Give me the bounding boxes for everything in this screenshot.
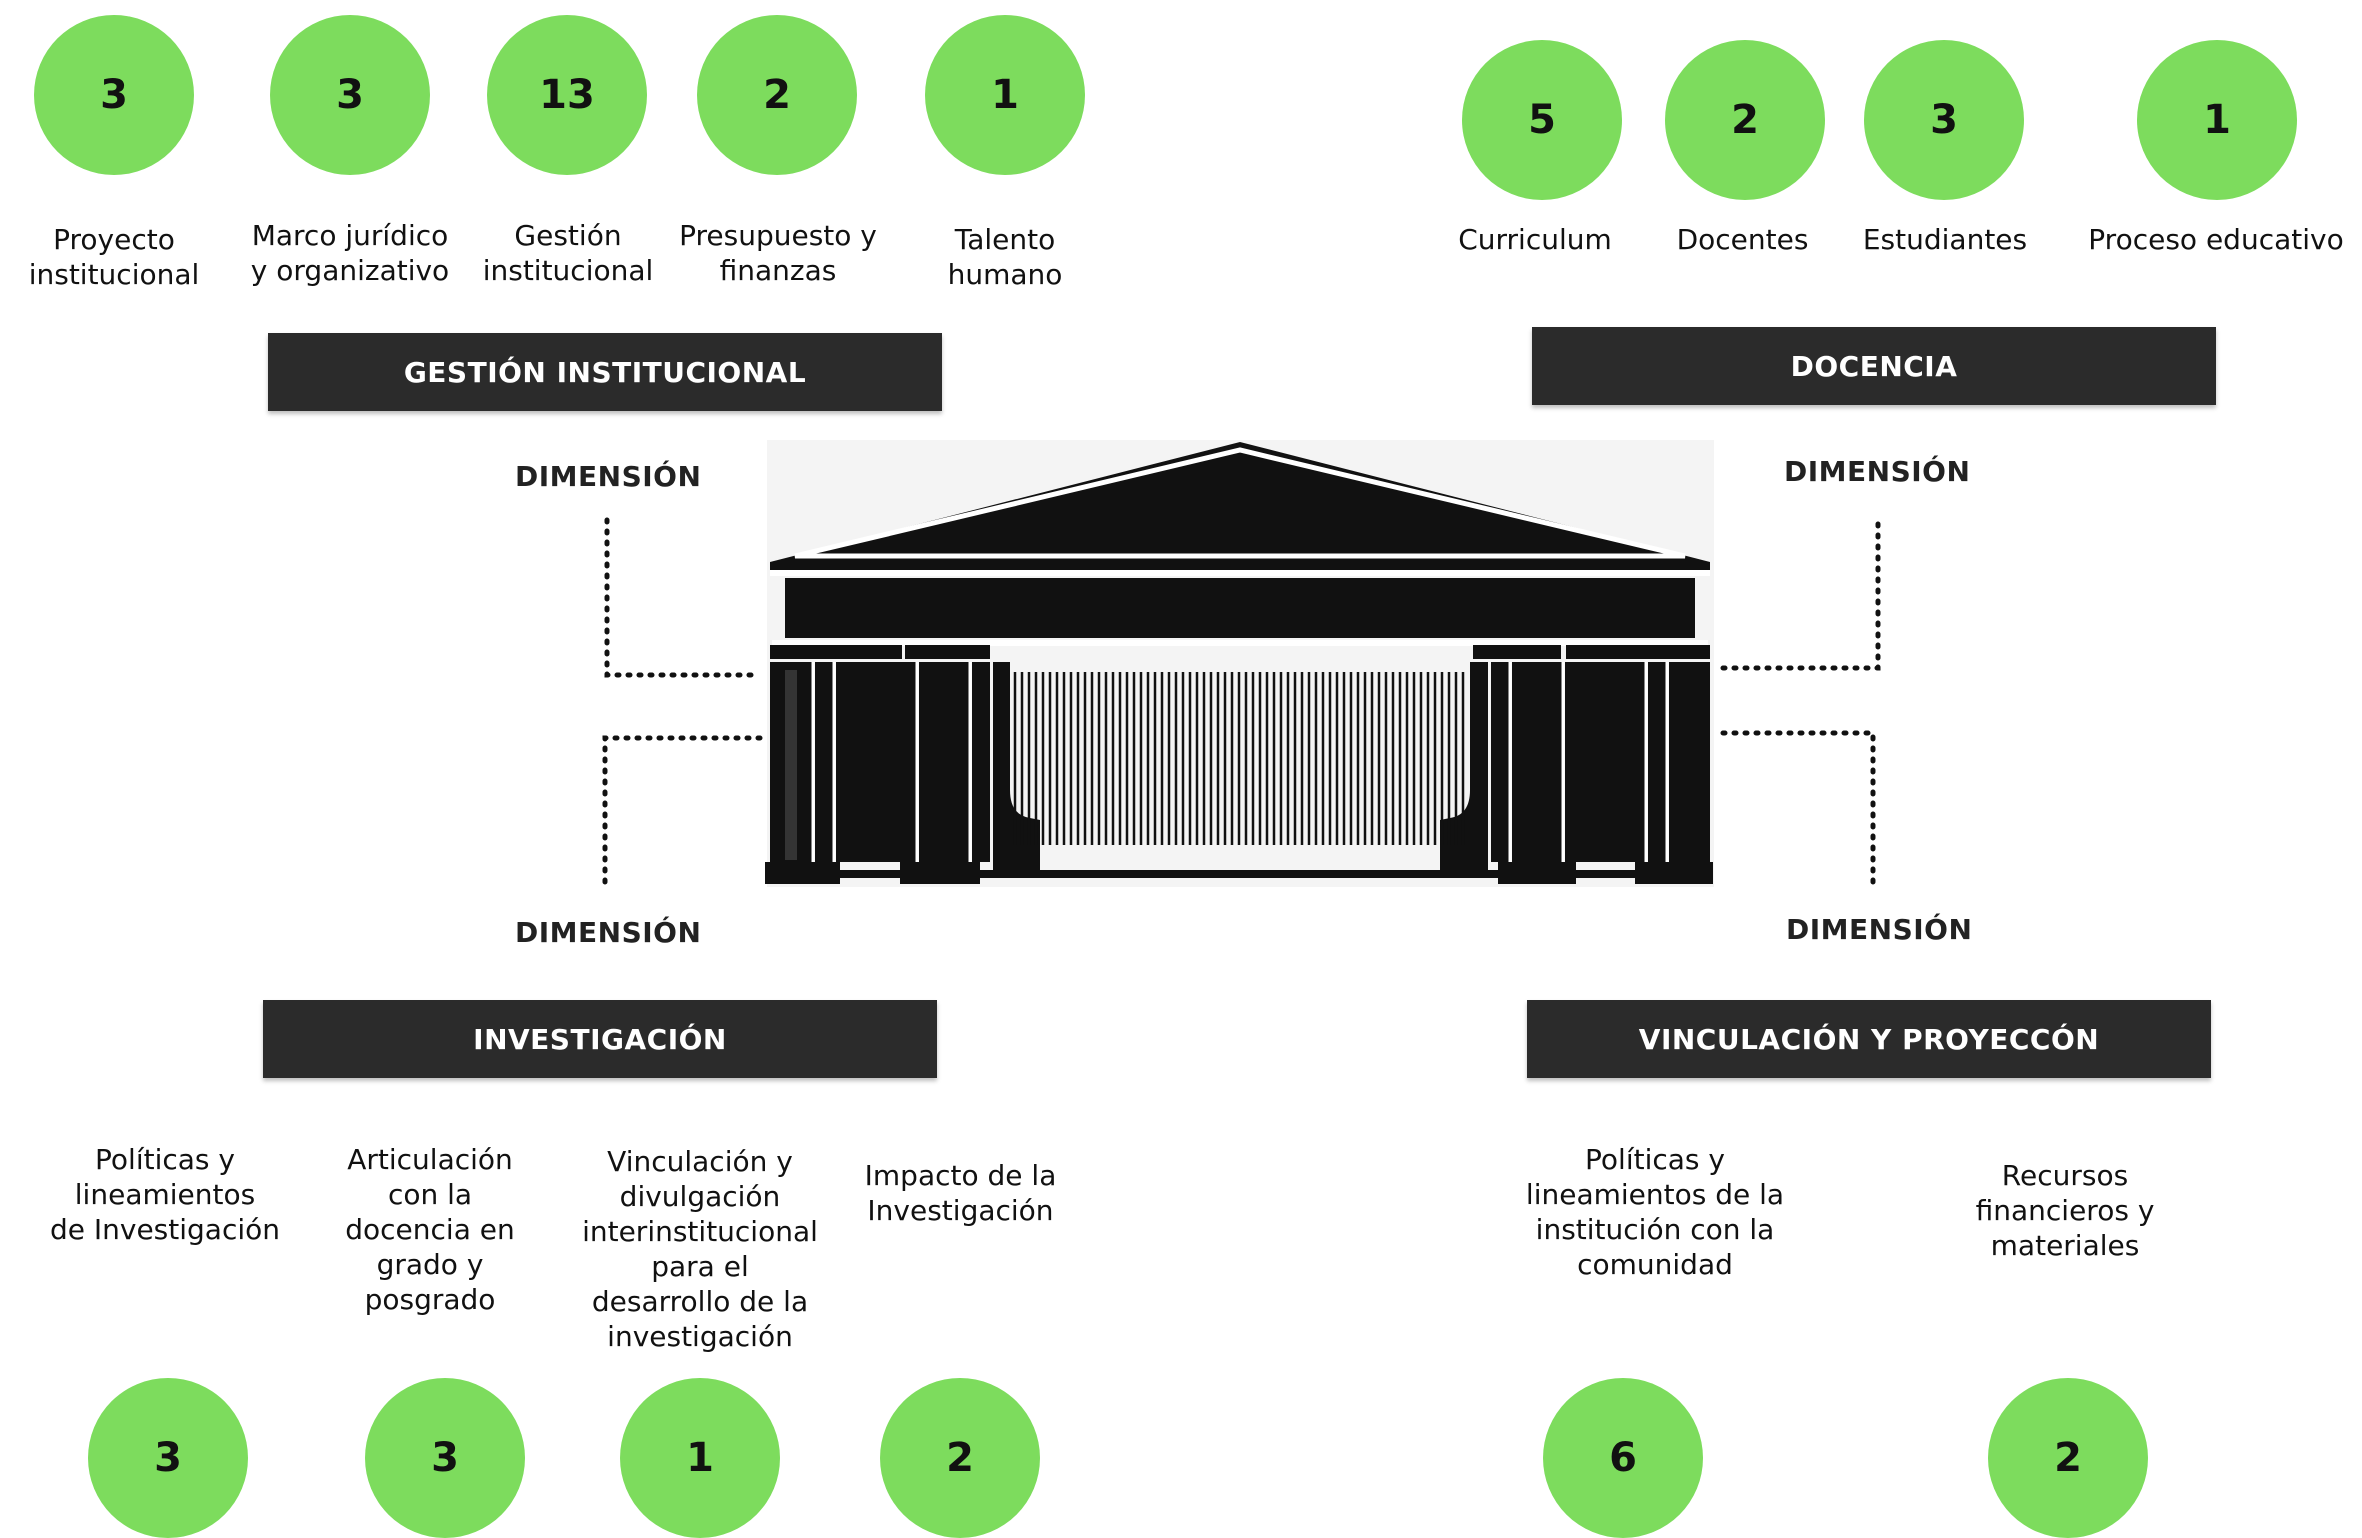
investigacion-label-politicas: Políticas y lineamientos de Investigació… bbox=[49, 1143, 281, 1246]
docencia-dimension-label: DIMENSIÓN bbox=[1784, 455, 1971, 488]
vinculacion-label-recursos: Recursos financieros y materiales bbox=[1975, 1159, 2155, 1262]
investigacion-label-articulacion: Articulación con la docencia en grado y … bbox=[345, 1143, 515, 1316]
docencia-count-docentes: 2 bbox=[1665, 40, 1825, 200]
gestion-label-talento: Talento humano bbox=[947, 223, 1063, 291]
docencia-count-estudiantes: 3 bbox=[1864, 40, 2024, 200]
docencia-banner: DOCENCIA bbox=[1532, 327, 2216, 405]
gestion-count-presupuesto: 2 bbox=[697, 15, 857, 175]
docencia-count-proceso: 1 bbox=[2137, 40, 2297, 200]
gestion-banner: GESTIÓN INSTITUCIONAL bbox=[268, 333, 942, 411]
connector-gestion bbox=[604, 517, 763, 678]
vinculacion-label-politicas: Políticas y lineamientos de la instituci… bbox=[1525, 1143, 1785, 1281]
vinculacion-banner: VINCULACIÓN Y PROYECCÓN bbox=[1527, 1000, 2211, 1078]
gestion-label-gestion: Gestión institucional bbox=[482, 219, 654, 287]
gestion-count-proyecto: 3 bbox=[34, 15, 194, 175]
investigacion-count-vinculacion: 1 bbox=[620, 1378, 780, 1538]
investigacion-banner: INVESTIGACIÓN bbox=[263, 1000, 937, 1078]
investigacion-label-impacto: Impacto de la Investigación bbox=[864, 1159, 1057, 1227]
docencia-count-curriculum: 5 bbox=[1462, 40, 1622, 200]
connector-investigacion bbox=[602, 735, 763, 888]
gestion-count-marco: 3 bbox=[270, 15, 430, 175]
vinculacion-count-recursos: 2 bbox=[1988, 1378, 2148, 1538]
investigacion-dimension-label: DIMENSIÓN bbox=[515, 916, 702, 949]
investigacion-count-politicas: 3 bbox=[88, 1378, 248, 1538]
vinculacion-dimension-label: DIMENSIÓN bbox=[1786, 913, 1973, 946]
investigacion-label-vinculacion: Vinculación y divulgación interinstituci… bbox=[582, 1145, 818, 1353]
docencia-label-estudiantes: Estudiantes bbox=[1862, 223, 2028, 256]
gestion-label-presupuesto: Presupuesto y finanzas bbox=[679, 219, 877, 287]
gestion-dimension-label: DIMENSIÓN bbox=[515, 460, 702, 493]
gestion-count-talento: 1 bbox=[925, 15, 1085, 175]
gestion-label-marco: Marco jurídico y organizativo bbox=[250, 219, 450, 287]
gestion-count-gestion: 13 bbox=[487, 15, 647, 175]
investigacion-count-impacto: 2 bbox=[880, 1378, 1040, 1538]
investigacion-count-articulacion: 3 bbox=[365, 1378, 525, 1538]
connector-vinculacion bbox=[1720, 730, 1876, 888]
vinculacion-count-politicas: 6 bbox=[1543, 1378, 1703, 1538]
connector-docencia bbox=[1720, 517, 1881, 671]
docencia-label-docentes: Docentes bbox=[1676, 223, 1809, 256]
gestion-label-proyecto: Proyecto institucional bbox=[28, 223, 200, 291]
docencia-label-curriculum: Curriculum bbox=[1458, 223, 1612, 256]
docencia-label-proceso: Proceso educativo bbox=[2088, 223, 2344, 256]
